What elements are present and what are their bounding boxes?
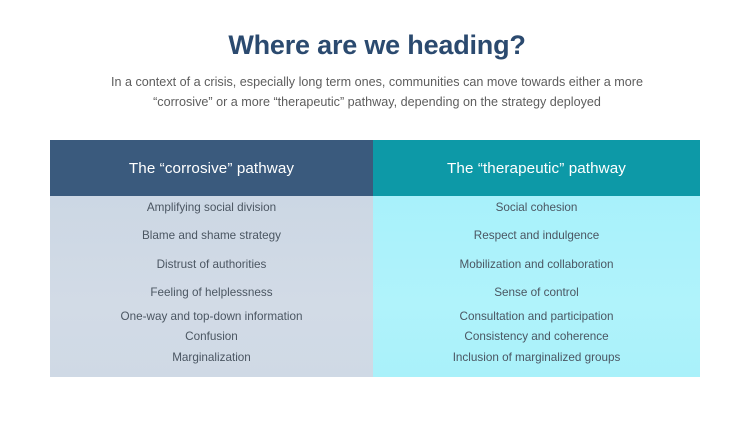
column-body-corrosive: Amplifying social division Blame and sha… <box>50 196 373 377</box>
subtitle-line-1: In a context of a crisis, especially lon… <box>111 75 643 89</box>
list-item: Respect and indulgence <box>473 229 600 242</box>
list-item: Feeling of helplessness <box>150 286 273 299</box>
list-item: Social cohesion <box>495 201 578 214</box>
list-item: Sense of control <box>494 286 579 299</box>
list-item: One-way and top-down information <box>120 310 303 323</box>
column-body-therapeutic: Social cohesion Respect and indulgence M… <box>373 196 700 377</box>
list-item: Consistency and coherence <box>464 330 609 343</box>
list-item: Marginalization <box>172 351 251 364</box>
subtitle-line-2: “corrosive” or a more “therapeutic” path… <box>153 95 601 109</box>
list-item: Distrust of authorities <box>156 258 267 271</box>
page-title: Where are we heading? <box>228 30 526 60</box>
list-item: Mobilization and collaboration <box>459 258 614 271</box>
list-item: Confusion <box>185 330 238 343</box>
pathway-comparison-table: The “corrosive” pathway Amplifying socia… <box>50 140 700 377</box>
list-item: Amplifying social division <box>146 201 277 214</box>
slide-subtitle: In a context of a crisis, especially lon… <box>87 72 667 112</box>
list-item: Consultation and participation <box>459 310 614 323</box>
list-item: Blame and shame strategy <box>141 229 282 242</box>
column-therapeutic-pathway: The “therapeutic” pathway Social cohesio… <box>373 140 700 377</box>
column-header-corrosive: The “corrosive” pathway <box>50 140 373 196</box>
column-corrosive-pathway: The “corrosive” pathway Amplifying socia… <box>50 140 373 377</box>
list-item: Inclusion of marginalized groups <box>452 351 621 364</box>
column-header-therapeutic: The “therapeutic” pathway <box>373 140 700 196</box>
